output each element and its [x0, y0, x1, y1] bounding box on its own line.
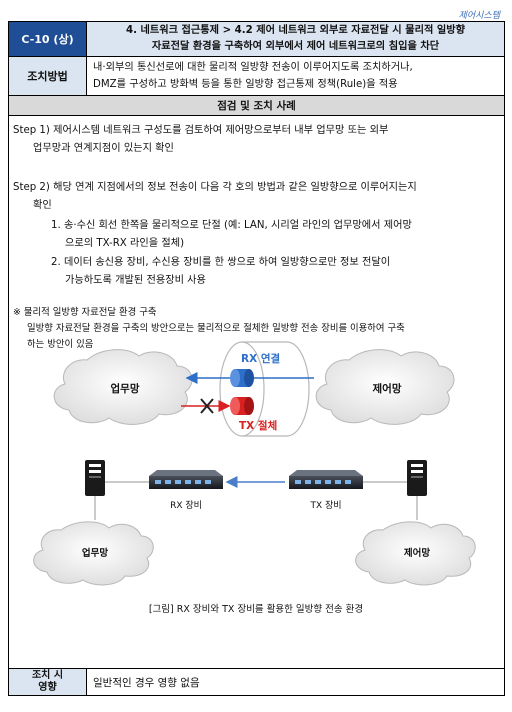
- effect-label-line2: 영향: [38, 682, 57, 693]
- business-network-cloud-top: 업무망: [53, 349, 193, 425]
- figure-caption: [그림] RX 장비와 TX 장비를 활용한 일방향 전송 환경: [149, 603, 363, 615]
- item-title: 4. 네트워크 접근통제 > 4.2 제어 네트워크 외부로 자료전달 시 물리…: [86, 21, 505, 57]
- tx-device-icon: [289, 470, 363, 489]
- rx-connector: [230, 369, 254, 387]
- tx-device-label: TX 장비: [309, 500, 341, 511]
- item-code: C-10 (상): [8, 21, 87, 57]
- effect-text: 일반적인 경우 영향 없음: [86, 668, 505, 696]
- server-icon-left: [85, 460, 105, 496]
- note-heading: ※ 물리적 일방향 자료전달 환경 구축: [13, 307, 157, 318]
- one-way-transfer-diagram: 업무망 제어망: [33, 341, 476, 615]
- method-label: 조치방법: [8, 56, 87, 96]
- method-line2: DMZ를 구성하고 방화벽 등을 통한 일방향 접근통제 정책(Rule)을 적…: [93, 79, 398, 90]
- step1-line1: Step 1) 제어시스템 네트워크 구성도를 검토하여 제어망으로부터 내부 …: [13, 125, 389, 136]
- step2-item1-line1: 1. 송·수신 회선 한쪽을 물리적으로 단절 (예: LAN, 시리얼 라인의…: [51, 220, 412, 231]
- tx-disconnect-label: TX 절체: [239, 419, 277, 432]
- step2-item2-line1: 2. 데이터 송신용 장비, 수신용 장비를 한 쌍으로 하여 일방향으로만 정…: [51, 257, 391, 268]
- business-network-label-bottom: 업무망: [82, 547, 108, 559]
- step1-line2: 업무망과 연계지점이 있는지 확인: [33, 143, 174, 154]
- cut-x-icon: [200, 398, 214, 414]
- section-title: 점검 및 조치 사례: [8, 95, 505, 116]
- business-network-label-top: 업무망: [111, 382, 140, 395]
- tx-connector: [230, 397, 254, 415]
- header-category-tag: 제어시스템: [458, 11, 500, 21]
- note-line1: 일방향 자료전달 환경을 구축의 방안으로는 물리적으로 절체한 일방향 전송 …: [27, 323, 405, 334]
- rx-connection-label: RX 연결: [241, 352, 280, 365]
- method-text: 내·외부의 통신선로에 대한 물리적 일방향 전송이 이루어지도록 조치하거나,…: [86, 56, 505, 96]
- item-title-line2: 자료전달 환경을 구축하여 외부에서 제어 네트워크로의 침입을 차단: [151, 41, 440, 52]
- effect-label: 조치 시 영향: [8, 668, 87, 696]
- control-network-label-bottom: 제어망: [404, 547, 430, 559]
- method-line1: 내·외부의 통신선로에 대한 물리적 일방향 전송이 이루어지도록 조치하거나,: [93, 62, 413, 73]
- control-network-cloud-bottom: 제어망: [355, 521, 476, 586]
- check-item-table: C-10 (상) 4. 네트워크 접근통제 > 4.2 제어 네트워크 외부로 …: [8, 21, 505, 696]
- effect-label-line1: 조치 시: [31, 670, 64, 681]
- item-title-line1: 4. 네트워크 접근통제 > 4.2 제어 네트워크 외부로 자료전달 시 물리…: [126, 25, 465, 36]
- rx-device-label: RX 장비: [170, 500, 202, 511]
- rx-device-icon: [149, 470, 223, 489]
- control-network-cloud-top: 제어망: [315, 349, 455, 425]
- control-network-label-top: 제어망: [373, 382, 402, 395]
- step2-item1-line2: 으로의 TX-RX 라인을 절체): [65, 238, 185, 249]
- section-content: Step 1) 제어시스템 네트워크 구성도를 검토하여 제어망으로부터 내부 …: [8, 115, 505, 669]
- note-line2: 하는 방안이 있음: [27, 339, 94, 350]
- step2-line1: Step 2) 해당 연계 지점에서의 정보 전송이 다음 각 호의 방법과 같…: [13, 182, 417, 193]
- transfer-tunnel: [219, 341, 310, 437]
- step2-line2: 확인: [33, 200, 52, 211]
- server-icon-right: [407, 460, 427, 496]
- business-network-cloud-bottom: 업무망: [33, 521, 154, 586]
- step2-item2-line2: 가능하도록 개발된 전용장비 사용: [65, 275, 206, 286]
